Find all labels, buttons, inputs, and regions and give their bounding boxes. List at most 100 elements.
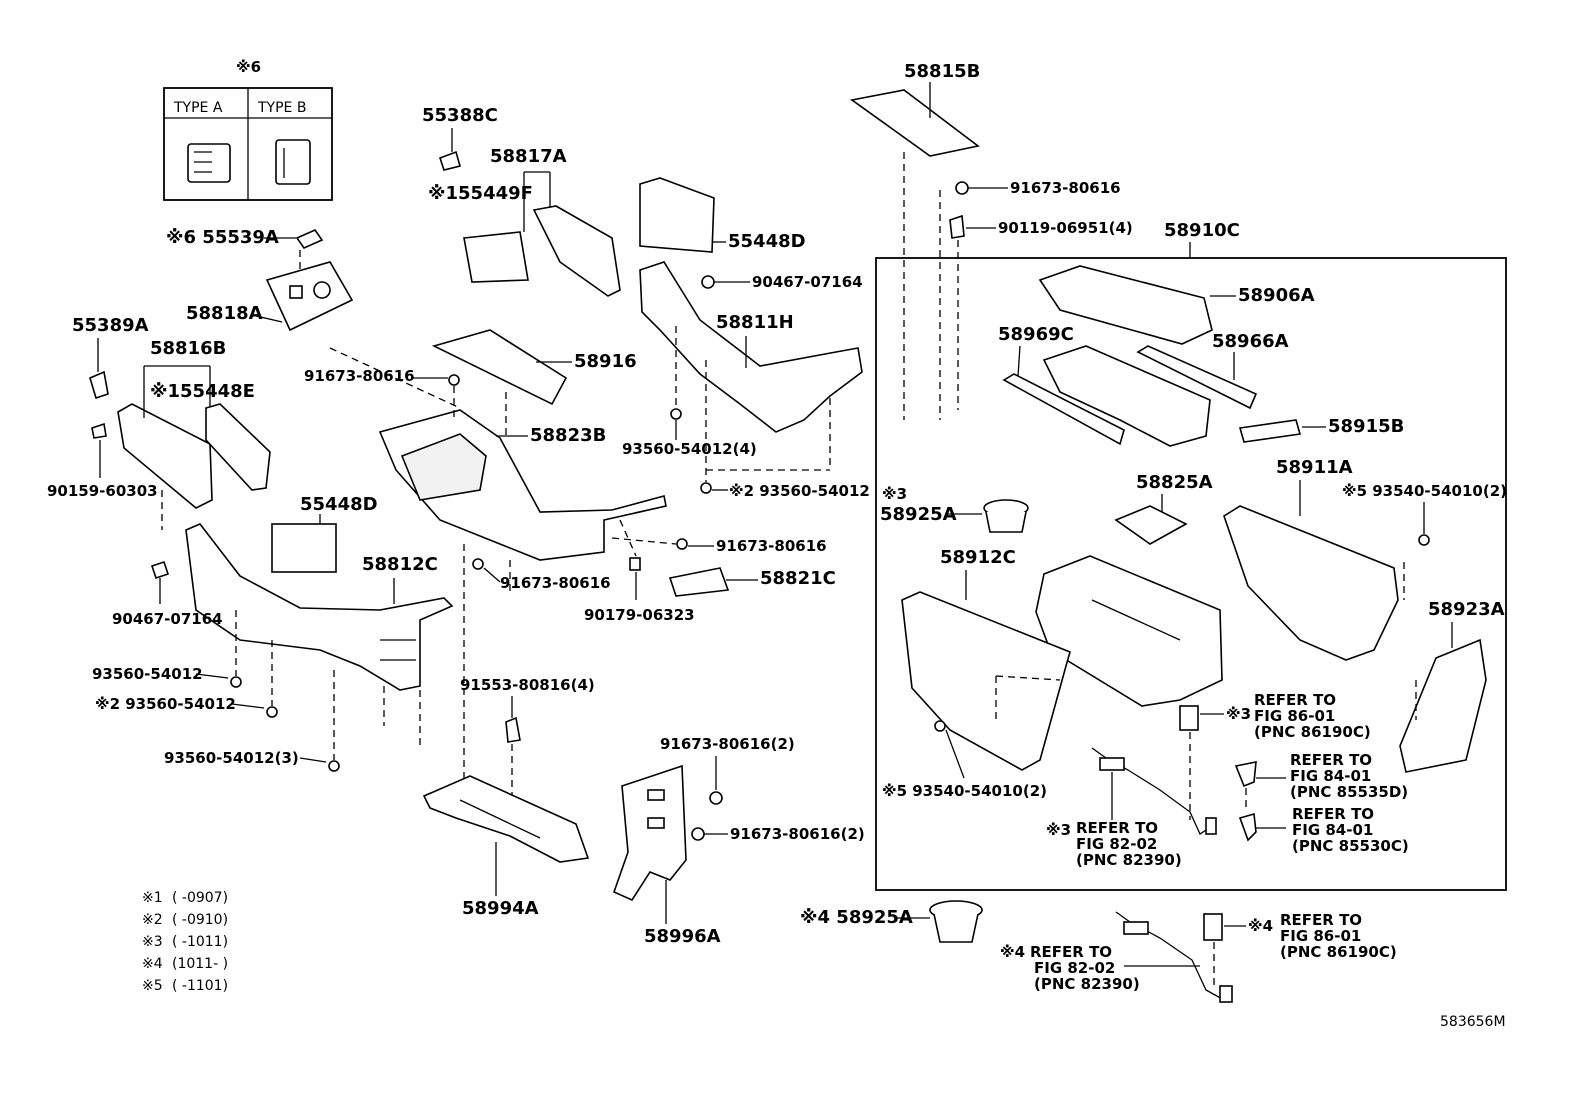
part-58912C: [901, 591, 1071, 771]
refer-84-01-b-l2: FIG 84-01: [1292, 821, 1373, 839]
footnote-4-range: (1011- ): [172, 956, 228, 972]
label-93560-54012-c: ※2 93560-54012: [729, 482, 870, 500]
refer-86-01-a-l2: FIG 86-01: [1254, 707, 1335, 725]
part-58923A: [1399, 638, 1487, 773]
label-58816B: 58816B: [150, 338, 226, 359]
label-58821C: 58821C: [760, 568, 836, 589]
refer-82-02-a-mark: ※3: [1046, 821, 1071, 839]
label-55448E: ※155448E: [150, 381, 255, 402]
footnotes: ※1 ( -0907) ※2 ( -0910) ※3 ( -1011) ※4 (…: [142, 890, 228, 994]
part-93560-54012-3: [328, 760, 340, 772]
refer-86-01-a-l1: REFER TO: [1254, 691, 1336, 709]
refer-86-01-a-mark: ※3: [1226, 705, 1251, 723]
part-58911A: [1223, 505, 1399, 661]
label-58906A: 58906A: [1238, 285, 1315, 306]
part-91673-80616-left: [448, 374, 460, 386]
part-93560-54012-b: [266, 706, 278, 718]
label-58911A: 58911A: [1276, 457, 1353, 478]
part-91673-80616-right: [676, 538, 688, 550]
label-58823B: 58823B: [530, 425, 606, 446]
label-58912C: 58912C: [940, 547, 1016, 568]
switch-type-b: [275, 139, 311, 185]
part-58996A: [613, 764, 687, 902]
label-58818A: 58818A: [186, 303, 263, 324]
refer-82-02-b-l1: REFER TO: [1030, 943, 1112, 961]
label-90179-06323: 90179-06323: [584, 606, 695, 624]
switch-type-a: [187, 143, 231, 183]
label-90159-60303: 90159-60303: [47, 482, 158, 500]
refer-84-01-b-l3: (PNC 85530C): [1292, 837, 1409, 855]
label-93560-54012-4: 93560-54012(4): [622, 440, 757, 458]
part-93560-54012-4: [670, 408, 682, 420]
label-93560-54012-3: 93560-54012(3): [164, 749, 299, 767]
part-58916: [431, 329, 568, 406]
part-91673-80616-2a: [709, 791, 723, 805]
part-58812C: [185, 523, 454, 691]
figure-id: 583656M: [1440, 1014, 1506, 1030]
label-58966A: 58966A: [1212, 331, 1289, 352]
part-58825A: [1114, 505, 1188, 545]
clip-85530C: [1238, 812, 1257, 842]
footnote-1-range: ( -0907): [172, 890, 228, 906]
footnote-3-mark: ※3: [142, 934, 163, 950]
footnote-1-mark: ※1: [142, 890, 163, 906]
refer-84-01-b-l1: REFER TO: [1292, 805, 1374, 823]
label-55449F: ※155449F: [428, 183, 533, 204]
label-58812C: 58812C: [362, 554, 438, 575]
label-93560-54012-a: 93560-54012: [92, 665, 203, 683]
part-55448E: [205, 403, 271, 491]
part-55539A: [295, 229, 324, 249]
label-58915B: 58915B: [1328, 416, 1404, 437]
part-58925A: [983, 499, 1029, 533]
part-90179-06323: [629, 557, 641, 571]
refer-82-02-a-l3: (PNC 82390): [1076, 851, 1182, 869]
footnote-3-range: ( -1011): [172, 934, 228, 950]
type-b-label: TYPE B: [257, 100, 306, 116]
part-58994A: [422, 775, 590, 863]
part-93540-54010-low: [934, 720, 946, 732]
part-91673-80616-mid: [472, 558, 484, 570]
label-58925A: 58925A: [880, 504, 957, 525]
label-58923A: 58923A: [1428, 599, 1505, 620]
part-55448D-upper: [639, 177, 715, 253]
part-91553-80816: [505, 716, 521, 743]
label-58811H: 58811H: [716, 312, 794, 333]
label-55389A: 55389A: [72, 315, 149, 336]
part-58969C: [1002, 345, 1211, 447]
clip-85535D: [1234, 761, 1257, 788]
label-58969C: 58969C: [998, 324, 1074, 345]
label-91673-80616-2b: 91673-80616(2): [730, 825, 865, 843]
label-55388C: 55388C: [422, 105, 498, 126]
refer-84-01-a-l2: FIG 84-01: [1290, 767, 1371, 785]
refer-82-02-a-l2: FIG 82-02: [1076, 835, 1157, 853]
footnote-2-mark: ※2: [142, 912, 163, 928]
part-93560-54012-c: [700, 482, 712, 494]
label-91673-80616-2a: 91673-80616(2): [660, 735, 795, 753]
part-55448D-lower: [271, 523, 337, 573]
part-58815B: [850, 89, 980, 157]
part-55389A: [89, 370, 109, 400]
socket-86190C-a: [1179, 705, 1199, 731]
label-91673-80616-left: 91673-80616: [304, 367, 415, 385]
part-90119-06951: [949, 214, 965, 239]
part-58821C: [668, 567, 730, 597]
label-58825A: 58825A: [1136, 472, 1213, 493]
refer-86-01-a-l3: (PNC 86190C): [1254, 723, 1371, 741]
label-91673-80616-top: 91673-80616: [1010, 179, 1121, 197]
footnote-5-mark: ※5: [142, 978, 163, 994]
label-55448D-upper: 55448D: [728, 231, 806, 252]
part-58816B: [117, 403, 213, 509]
refer-86-01-b-l1: REFER TO: [1280, 911, 1362, 929]
refer-82-02-b-mark: ※4: [1000, 943, 1025, 961]
type-box-note: ※6: [236, 58, 261, 76]
label-58994A: 58994A: [462, 898, 539, 919]
part-55449F: [463, 231, 529, 283]
part-90159-60303: [91, 422, 107, 439]
label-58996A: 58996A: [644, 926, 721, 947]
part-58823B: [378, 409, 667, 561]
refer-86-01-b-l3: (PNC 86190C): [1280, 943, 1397, 961]
label-93540-54010-top: ※5 93540-54010(2): [1342, 482, 1507, 500]
refer-82-02-b-l3: (PNC 82390): [1034, 975, 1140, 993]
part-93560-54012-a: [230, 676, 242, 688]
footnote-4-mark: ※4: [142, 956, 163, 972]
